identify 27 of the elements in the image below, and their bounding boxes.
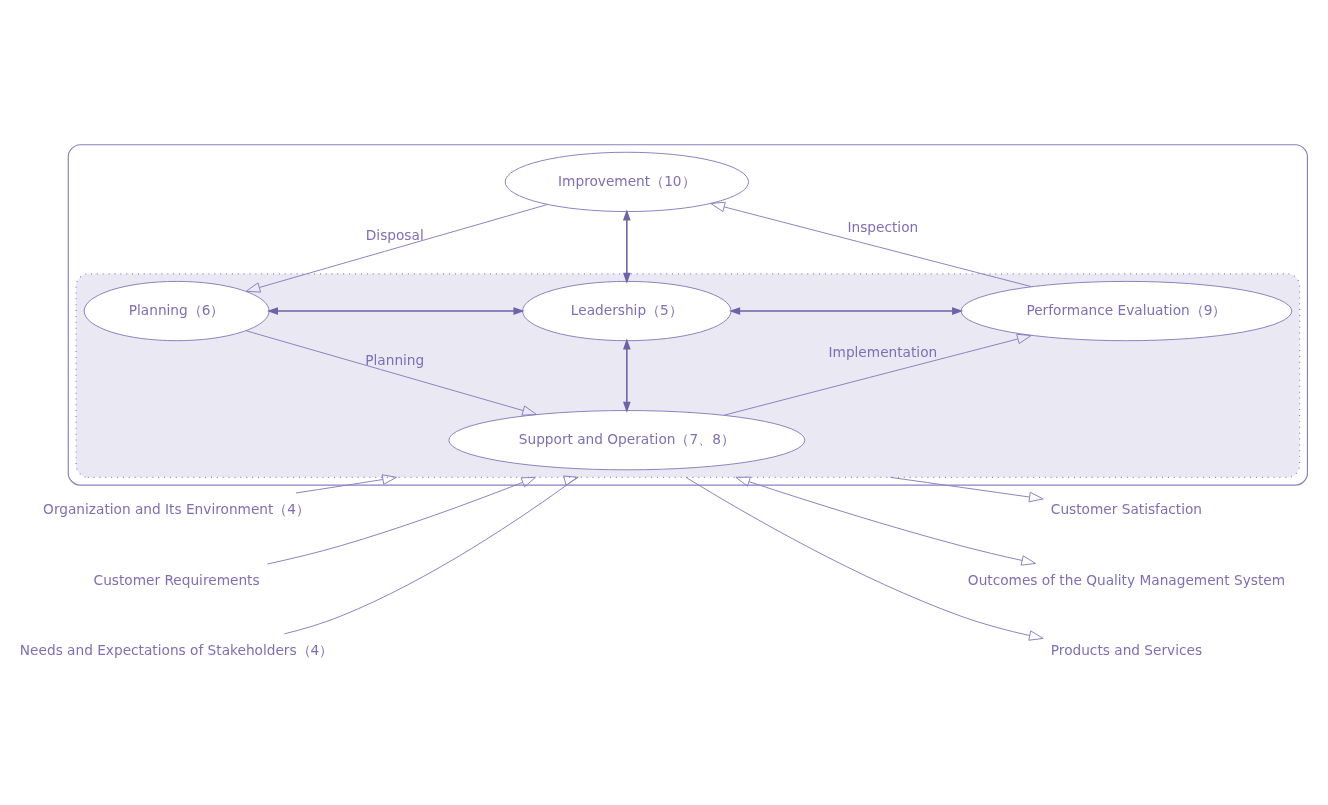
node-text: Needs and Expectations of Stakeholders（4）: [19, 641, 334, 658]
edge-label: Implementation: [828, 343, 938, 360]
node-text: Organization and Its Environment（4）: [43, 500, 311, 517]
arrow: [735, 476, 1037, 566]
node-text: Customer Requirements: [93, 571, 260, 588]
arrow: [283, 474, 579, 634]
node-text: Products and Services: [1050, 641, 1203, 658]
node-text: Customer Satisfaction: [1050, 500, 1203, 517]
node-ellipse: Leadership（5）: [522, 280, 732, 341]
node-ellipse: Performance Evaluation（9）: [960, 280, 1293, 341]
arrow: [710, 201, 1032, 287]
node-ellipse: Support and Operation（7、8）: [448, 409, 806, 470]
arrow: [267, 306, 525, 315]
arrow: [623, 338, 631, 413]
edge-label: Inspection: [847, 218, 919, 235]
arrow: [889, 476, 1044, 502]
arrow: [245, 329, 537, 416]
arrow: [623, 208, 631, 284]
arrow: [245, 203, 548, 293]
node-text: Outcomes of the Quality Management System: [967, 571, 1286, 588]
arrow: [729, 306, 964, 315]
arrow: [685, 476, 1044, 641]
edge-label: Disposal: [365, 226, 424, 243]
arrow: [266, 476, 537, 564]
arrow: [723, 333, 1032, 416]
arrow: [295, 473, 397, 493]
edge-label: Planning: [365, 351, 425, 368]
